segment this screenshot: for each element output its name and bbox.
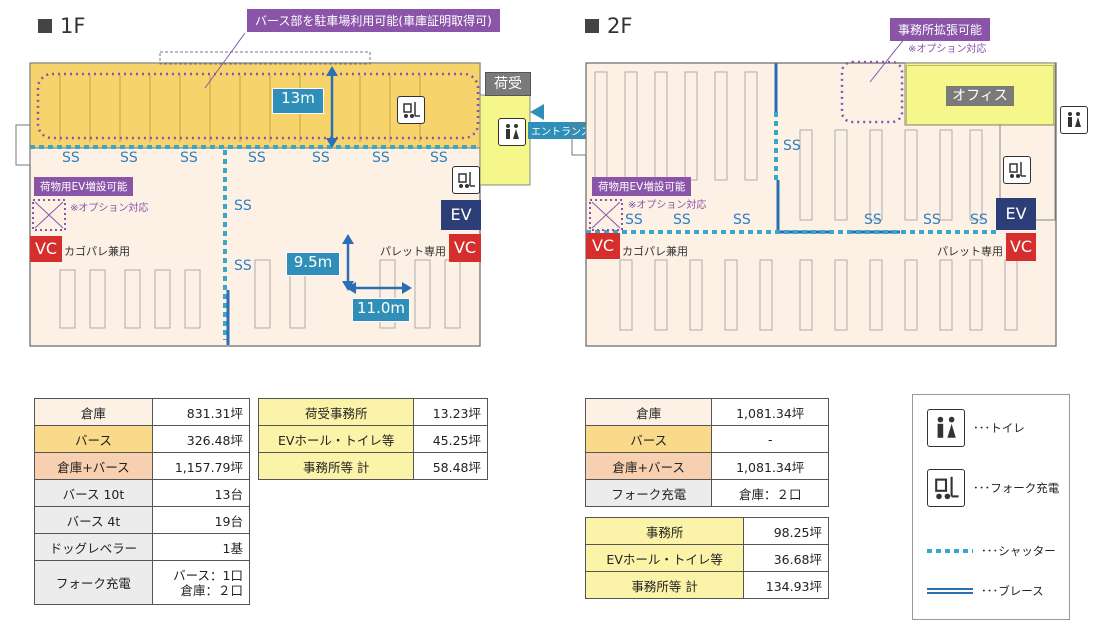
ev-elevator: EV	[441, 200, 481, 230]
forklift-icon	[1003, 156, 1031, 184]
office-label: オフィス	[946, 86, 1014, 106]
ss-marker: SS	[234, 258, 252, 274]
option-note: ※オプション対応	[70, 203, 149, 214]
legend-toilet: ･･･トイレ	[927, 409, 1025, 447]
option-note: ※オプション対応	[908, 44, 987, 55]
forklift-icon	[927, 469, 965, 507]
forklift-icon	[397, 96, 425, 124]
ss-marker: SS	[372, 150, 390, 166]
ss-marker: SS	[970, 212, 988, 228]
callout-berth-parking: バース部を駐車場利用可能(車庫証明取得可)	[247, 9, 500, 32]
ss-marker: SS	[180, 150, 198, 166]
table-row: バース-	[584, 425, 829, 453]
vc-door: VC	[586, 233, 620, 259]
callout-office-expansion: 事務所拡張可能	[890, 18, 991, 41]
ss-marker: SS	[120, 150, 138, 166]
ss-marker: SS	[923, 212, 941, 228]
toilet-icon	[1060, 106, 1088, 134]
ss-marker: SS	[430, 150, 448, 166]
toilet-icon	[927, 409, 965, 447]
ev-elevator: EV	[996, 198, 1036, 230]
vc-door: VC	[1006, 233, 1036, 261]
toilet-icon	[498, 118, 526, 146]
floor1-title: 1F	[38, 14, 85, 38]
legend-fork: ･･･フォーク充電	[927, 469, 1059, 507]
ss-marker: SS	[312, 150, 330, 166]
kago-label: カゴパレ兼用	[64, 245, 130, 258]
kago-label: カゴパレ兼用	[622, 245, 688, 258]
ss-marker: SS	[248, 150, 266, 166]
entrance-label: エントランス	[528, 122, 594, 139]
floor2-title: 2F	[585, 14, 632, 38]
title-square-icon	[585, 19, 599, 33]
dimension-9-5m: 9.5m	[286, 252, 340, 276]
floor2-plan	[571, 37, 1057, 347]
receiving-office: 荷受	[485, 72, 531, 96]
ss-marker: SS	[625, 212, 643, 228]
dimension-13m: 13m	[272, 88, 324, 114]
vc-door: VC	[449, 234, 481, 262]
ss-marker: SS	[864, 212, 882, 228]
forklift-icon	[452, 166, 480, 194]
floor1-plan	[15, 32, 544, 347]
brace-line-icon	[927, 588, 973, 594]
office-area: オフィス	[906, 65, 1054, 125]
table-row: フォーク充電 バース：1口 倉庫：２口	[34, 560, 251, 605]
legend-shutter: ･･･シャッター	[927, 543, 1056, 559]
ss-marker: SS	[733, 212, 751, 228]
dimension-11m: 11.0m	[352, 298, 410, 322]
pallet-label: パレット専用	[380, 245, 446, 258]
title-square-icon	[38, 19, 52, 33]
ss-marker: SS	[234, 198, 252, 214]
shutter-line-icon	[927, 549, 973, 553]
vc-door: VC	[30, 236, 62, 262]
callout-ev-expansion: 荷物用EV増設可能	[34, 177, 134, 196]
ss-marker: SS	[62, 150, 80, 166]
ss-marker: SS	[673, 212, 691, 228]
ss-marker: SS	[783, 138, 801, 154]
legend-brace: ･･･ブレース	[927, 583, 1044, 599]
callout-ev-expansion: 荷物用EV増設可能	[592, 177, 692, 196]
option-note: ※オプション対応	[628, 200, 707, 211]
table-row: フォーク充電倉庫：２口	[584, 479, 829, 507]
pallet-label: パレット専用	[937, 245, 1003, 258]
legend: ･･･トイレ ･･･フォーク充電 ･･･シャッター ･･･ブレース	[912, 394, 1070, 620]
